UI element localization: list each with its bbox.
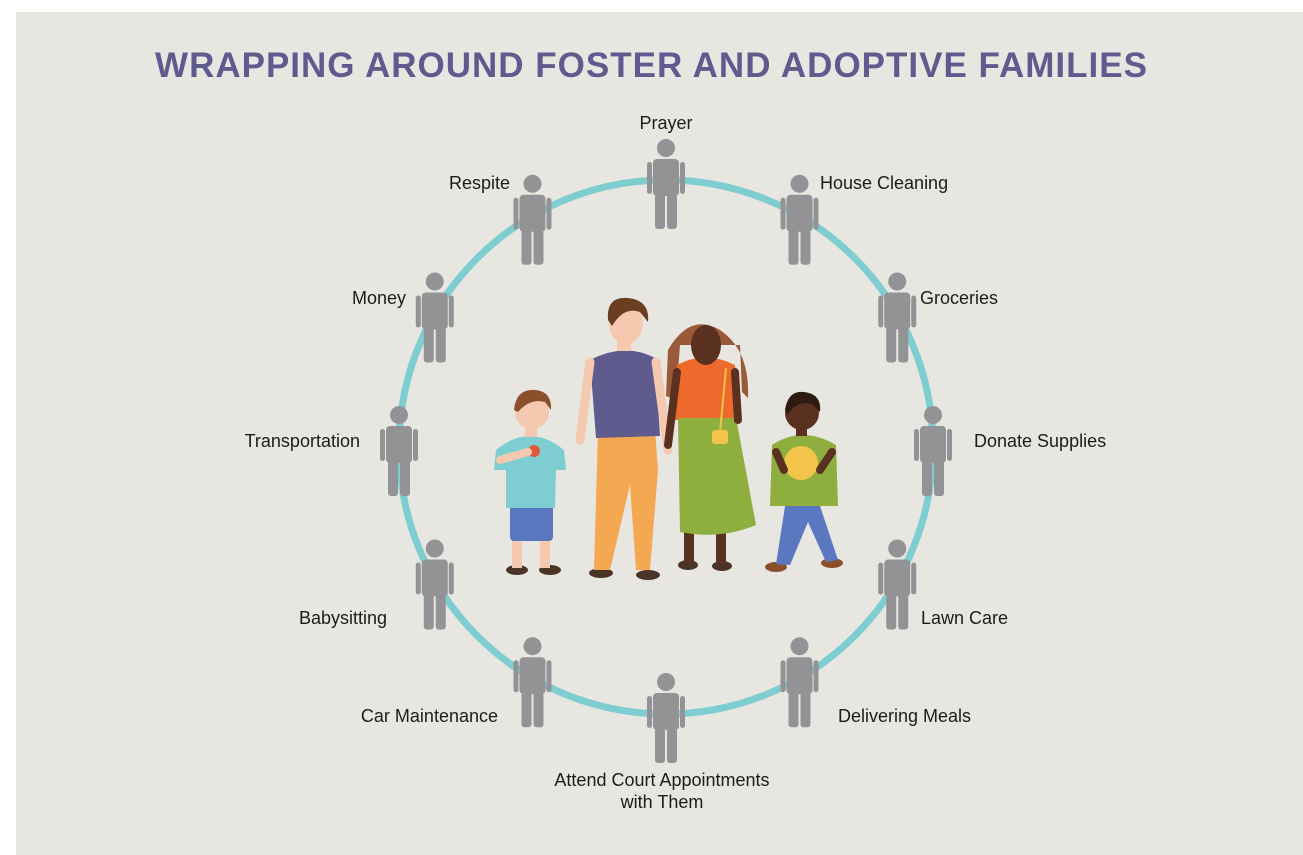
support-label-text: Prayer bbox=[639, 113, 693, 133]
support-label-text: Transportation bbox=[244, 431, 360, 451]
supporter-person-icon-prayer bbox=[647, 139, 685, 229]
girl-child-figure bbox=[765, 391, 843, 572]
support-label-text: House Cleaning bbox=[820, 173, 949, 193]
support-label-text: Groceries bbox=[920, 288, 999, 308]
supporter-person-icon-donate-supplies bbox=[914, 406, 952, 496]
support-label-text: Attend Court Appointments bbox=[554, 770, 770, 790]
mother-figure bbox=[664, 324, 756, 571]
father-figure bbox=[575, 297, 673, 580]
supporter-person-icon-babysitting bbox=[415, 539, 454, 630]
supporter-person-icon-respite bbox=[513, 174, 552, 265]
supporter-person-icon-car-maintenance bbox=[513, 637, 552, 728]
support-label-text: Donate Supplies bbox=[974, 431, 1107, 451]
support-label-donate-supplies: Donate Supplies bbox=[974, 430, 1106, 452]
support-label-lawn-care: Lawn Care bbox=[921, 607, 1008, 629]
supporter-person-icon-attend-court-appointments bbox=[647, 673, 685, 763]
support-label-money: Money bbox=[186, 287, 406, 309]
support-label-text: Car Maintenance bbox=[360, 706, 498, 726]
support-label-house-cleaning: House Cleaning bbox=[820, 172, 948, 194]
supporter-person-icon-delivering-meals bbox=[780, 637, 819, 728]
supporter-person-icon-lawn-care bbox=[878, 539, 917, 630]
supporter-person-icon-money bbox=[415, 272, 454, 363]
support-label-text: Babysitting bbox=[298, 608, 387, 628]
support-label-transportation: Transportation bbox=[140, 430, 360, 452]
family-group bbox=[494, 297, 843, 580]
support-label-prayer: Prayer bbox=[506, 112, 826, 134]
support-label-text: Delivering Meals bbox=[838, 706, 972, 726]
support-label-text: Money bbox=[351, 288, 406, 308]
supporter-person-icon-groceries bbox=[878, 272, 917, 363]
support-label-delivering-meals: Delivering Meals bbox=[838, 705, 971, 727]
support-label-respite: Respite bbox=[290, 172, 510, 194]
supporter-person-icon-transportation bbox=[380, 406, 418, 496]
page-title: WRAPPING AROUND FOSTER AND ADOPTIVE FAMI… bbox=[155, 46, 1148, 85]
support-label-text: Lawn Care bbox=[921, 608, 1009, 628]
support-label-text-line2: with Them bbox=[620, 792, 704, 812]
boy-child-figure bbox=[494, 389, 566, 575]
support-label-car-maintenance: Car Maintenance bbox=[278, 705, 498, 727]
support-label-groceries: Groceries bbox=[920, 287, 998, 309]
support-label-babysitting: Babysitting bbox=[167, 607, 387, 629]
support-label-text: Respite bbox=[448, 173, 510, 193]
supporter-person-icon-house-cleaning bbox=[780, 174, 819, 265]
